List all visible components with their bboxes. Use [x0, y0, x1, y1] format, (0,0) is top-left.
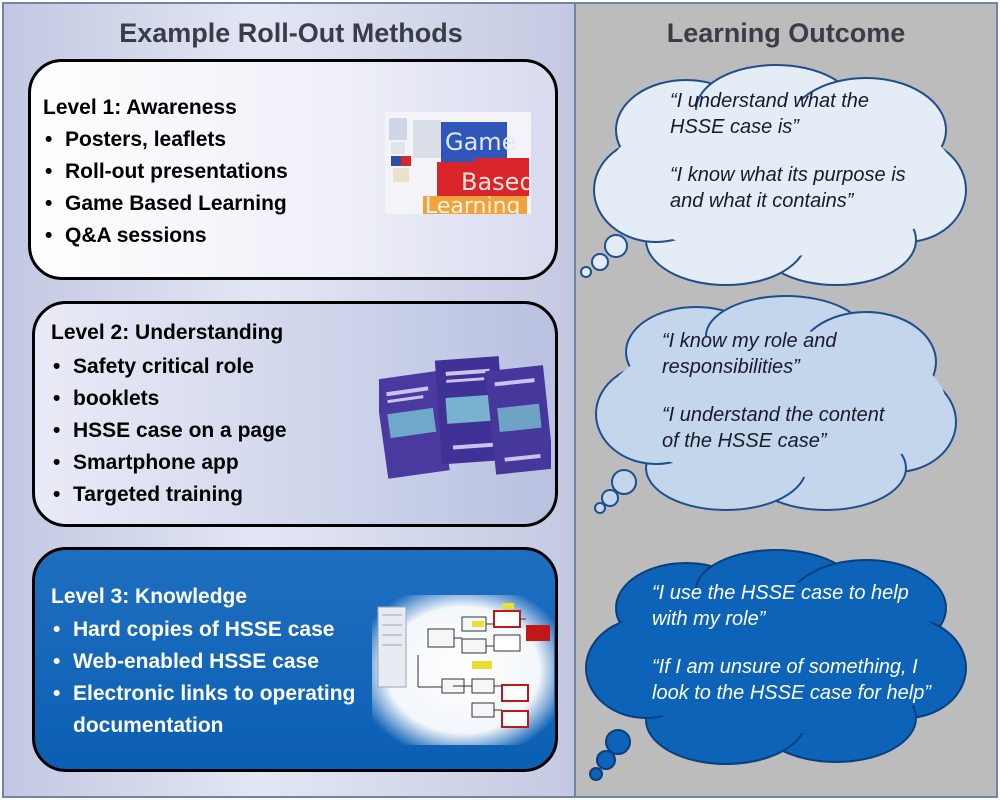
level-1-list: Posters, leaflets Roll-out presentations… [41, 124, 288, 252]
logo-word-game: Game [445, 128, 516, 156]
outcome-quote: “I know what its purpose is and what it … [670, 164, 906, 212]
roll-out-methods-panel: Example Roll-Out Methods Level 1: Awaren… [2, 2, 576, 798]
level-2-list: Safety critical role booklets HSSE case … [49, 351, 287, 511]
outcome-quote: “If I am unsure of something, I look to … [652, 656, 932, 704]
level-3-box: Level 3: Knowledge Hard copies of HSSE c… [32, 547, 558, 772]
list-item: Targeted training [49, 479, 287, 511]
list-item: Smartphone app [49, 447, 287, 479]
outcome-quote: “I understand what the HSSE case is” [670, 90, 870, 138]
outcome-quote: “I use the HSSE case to help with my rol… [652, 582, 909, 630]
level-1-title: Level 1: Awareness [43, 96, 237, 119]
thought-cloud-2 [594, 295, 957, 514]
logo-word-based: Based [461, 168, 531, 196]
level-1-box: Level 1: Awareness Posters, leaflets Rol… [28, 59, 558, 280]
thought-cloud-3 [585, 549, 967, 781]
list-item: Web-enabled HSSE case [49, 646, 355, 678]
list-item: Posters, leaflets [41, 124, 288, 156]
list-item: Hard copies of HSSE case [49, 614, 355, 646]
list-item: Game Based Learning [41, 188, 288, 220]
list-item: Q&A sessions [41, 220, 288, 252]
booklets-image [379, 356, 551, 479]
level-3-list: Hard copies of HSSE case Web-enabled HSS… [49, 614, 355, 742]
game-based-learning-logo: Game Based Learning [385, 112, 531, 214]
thought-cloud-1 [580, 64, 967, 286]
outcome-quote: “I know my role and responsibilities” [662, 330, 837, 378]
list-item: booklets [49, 383, 287, 415]
level-2-title: Level 2: Understanding [51, 321, 284, 344]
level-2-box: Level 2: Understanding Safety critical r… [32, 301, 558, 527]
list-item: Safety critical role [49, 351, 287, 383]
level-3-title: Level 3: Knowledge [51, 585, 248, 608]
list-item: documentation [73, 714, 224, 737]
list-item: Roll-out presentations [41, 156, 288, 188]
logo-word-learning: Learning [425, 194, 521, 214]
outcome-quote: “I understand the content of the HSSE ca… [662, 404, 885, 452]
flowchart-image [372, 595, 554, 745]
list-item: HSSE case on a page [49, 415, 287, 447]
roll-out-methods-title: Example Roll-Out Methods [119, 18, 463, 48]
learning-outcome-title: Learning Outcome [666, 18, 906, 48]
list-item: Electronic links to operating [49, 678, 355, 710]
